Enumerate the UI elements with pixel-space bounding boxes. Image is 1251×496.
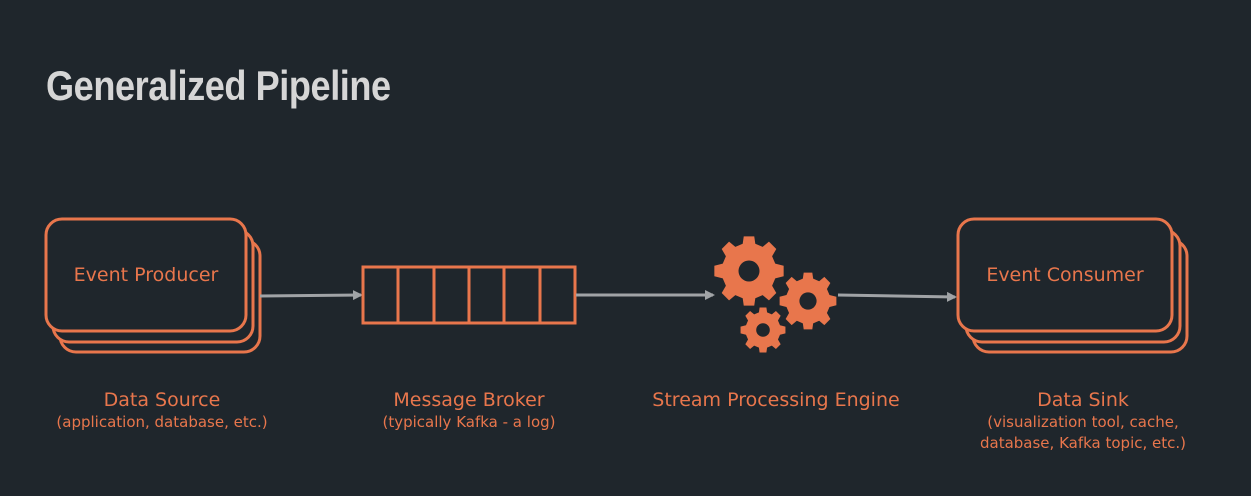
- event-consumer-stack: [956, 217, 1189, 354]
- message-broker-description: (typically Kafka - a log): [382, 413, 556, 431]
- arrow-engine-to-consumer: [837, 291, 957, 302]
- data-source-description: (application, database, etc.): [56, 413, 268, 431]
- data-sink-description-line2: database, Kafka topic, etc.): [979, 434, 1186, 452]
- stream-engine-caption: Stream Processing Engine: [630, 388, 922, 412]
- data-source-caption: Data Source (application, database, etc.…: [36, 388, 288, 433]
- data-source-title: Data Source: [103, 389, 221, 411]
- arrow-producer-to-broker: [259, 290, 363, 301]
- data-sink-caption: Data Sink (visualization tool, cache, da…: [950, 388, 1216, 454]
- slide-title: Generalized Pipeline: [46, 62, 391, 109]
- stream-engine-title: Stream Processing Engine: [652, 389, 900, 411]
- message-broker-log-icon: [361, 265, 577, 325]
- data-sink-title: Data Sink: [1037, 389, 1129, 411]
- gears-icon: [714, 236, 837, 353]
- message-broker-caption: Message Broker (typically Kafka - a log): [354, 388, 584, 433]
- event-producer-label: Event Producer: [73, 264, 219, 286]
- event-consumer-label: Event Consumer: [986, 264, 1144, 286]
- data-sink-description-line1: (visualization tool, cache,: [987, 413, 1179, 431]
- message-broker-title: Message Broker: [393, 389, 545, 411]
